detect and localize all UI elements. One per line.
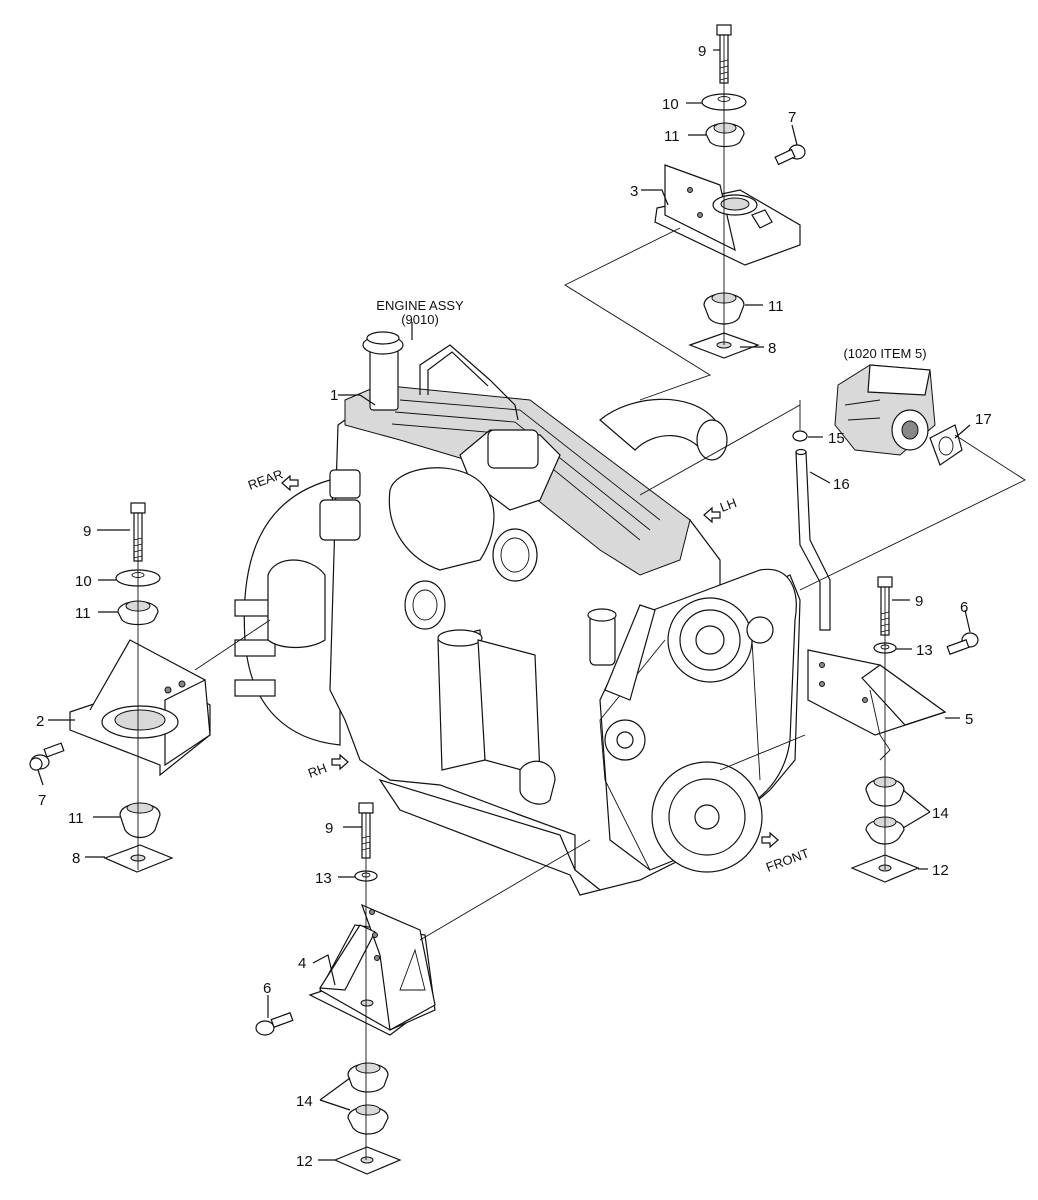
callout-11-left-lower: 11 [68,810,84,827]
callout-9-top: 9 [698,43,706,60]
callout-1: 1 [330,387,338,404]
callout-11-left-upper: 11 [75,605,91,622]
engine-assy-ref: (9010) [401,312,439,327]
rubber-mount-part-14-bottom-lower[interactable] [347,1104,389,1135]
flange-bolt-part-7-left[interactable] [29,742,65,771]
pump-ref-label: (1020 ITEM 5) [843,346,926,361]
front-lh-mount-group [719,576,979,883]
callout-13-right: 13 [916,642,933,659]
rubber-mount-part-11-top-upper[interactable] [705,122,745,148]
callout-11-top-upper: 11 [664,128,680,145]
gasket-part-17[interactable] [929,424,963,466]
callout-16: 16 [833,476,850,493]
front-rh-mount-group [255,802,591,1175]
shim-plate-part-8-top[interactable] [688,332,760,359]
rh-arrow-icon [331,753,349,771]
callout-8-top: 8 [768,340,776,357]
front-direction-label: FRONT [764,845,811,874]
callout-10-left: 10 [75,573,92,590]
callout-10-top: 10 [662,96,679,113]
shim-plate-part-12-bottom[interactable] [333,1146,402,1175]
hydraulic-pump[interactable] [834,364,936,456]
rear-arrow-icon [281,474,299,492]
callout-15: 15 [828,430,845,447]
engine-bracket-part-3[interactable] [654,164,801,266]
callout-14-bottom: 14 [296,1093,313,1110]
engine-bracket-part-4[interactable] [308,903,436,1036]
callout-14-right: 14 [932,805,949,822]
callout-11-top-lower: 11 [768,298,784,315]
callout-17: 17 [975,411,992,428]
direction-markers [281,474,779,849]
callout-8-left: 8 [72,850,80,867]
callout-9-right: 9 [915,593,923,610]
engine-bracket-part-2[interactable] [69,639,211,777]
callout-9-bottom: 9 [325,820,333,837]
rh-direction-label: RH [306,760,329,781]
callout-7-left: 7 [38,792,46,809]
lh-direction-label: LH [718,495,739,515]
engine-assembly [234,331,801,896]
flange-bolt-part-7-top[interactable] [774,144,806,166]
callout-13-bottom: 13 [315,870,332,887]
callout-6-right: 6 [960,599,968,616]
callout-7-top: 7 [788,109,796,126]
rear-lh-mount-group [564,24,806,401]
callout-5: 5 [965,711,973,728]
flange-bolt-part-6-right[interactable] [946,632,979,655]
engine-assy-label: ENGINE ASSY [376,298,464,313]
rear-direction-label: REAR [246,466,285,492]
front-arrow-icon [761,831,779,849]
lh-arrow-icon [703,506,721,524]
callout-6-bottom: 6 [263,980,271,997]
shim-plate-part-8-left[interactable] [103,844,174,873]
leader-lines [37,49,971,1161]
callout-12-right: 12 [932,862,949,879]
callout-9-left: 9 [83,523,91,540]
tube-part-16[interactable] [795,448,831,631]
engine-bracket-part-5[interactable] [807,649,947,761]
callout-12-bottom: 12 [296,1153,313,1170]
callout-4: 4 [298,955,306,972]
callout-3: 3 [630,183,638,200]
callout-2: 2 [36,713,44,730]
rear-rh-mount-group [29,502,271,873]
rubber-mount-part-14-bottom-upper[interactable] [347,1062,389,1093]
flange-bolt-part-6-bottom[interactable] [255,1012,294,1036]
o-ring-part-15[interactable] [792,430,808,442]
rubber-mount-part-11-left-lower[interactable] [119,802,161,839]
